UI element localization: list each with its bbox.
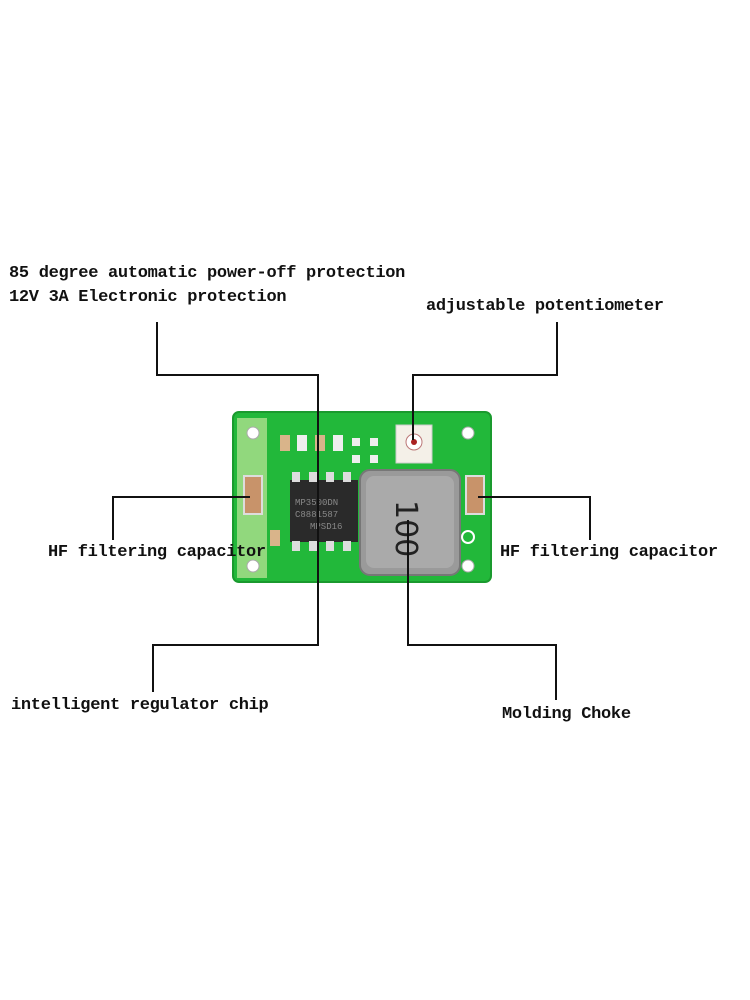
chip-marking-1: MP3500DN (295, 498, 338, 508)
chip-marking-2: C8881587 (295, 510, 338, 520)
leader-lines (112, 322, 591, 700)
inductor-marking: 100 (388, 500, 423, 557)
label-regulator-chip: intelligent regulator chip (11, 696, 269, 715)
label-potentiometer: adjustable potentiometer (426, 297, 664, 316)
label-molding-choke: Molding Choke (502, 705, 631, 724)
label-hf-capacitor-left: HF filtering capacitor (48, 543, 266, 562)
hf-capacitor-left (243, 475, 263, 515)
hf-capacitor-right (465, 475, 485, 515)
chip-marking-3: MPSD16 (310, 522, 342, 532)
label-thermal-protection: 85 degree automatic power-off protection (9, 264, 406, 283)
molding-choke: 100 (359, 469, 461, 576)
label-hf-capacitor-right: HF filtering capacitor (500, 543, 718, 562)
label-electronic-protection: 12V 3A Electronic protection (9, 288, 287, 307)
regulator-chip: MP3500DN C8881587 MPSD16 (290, 472, 358, 551)
smd-components (270, 435, 378, 546)
